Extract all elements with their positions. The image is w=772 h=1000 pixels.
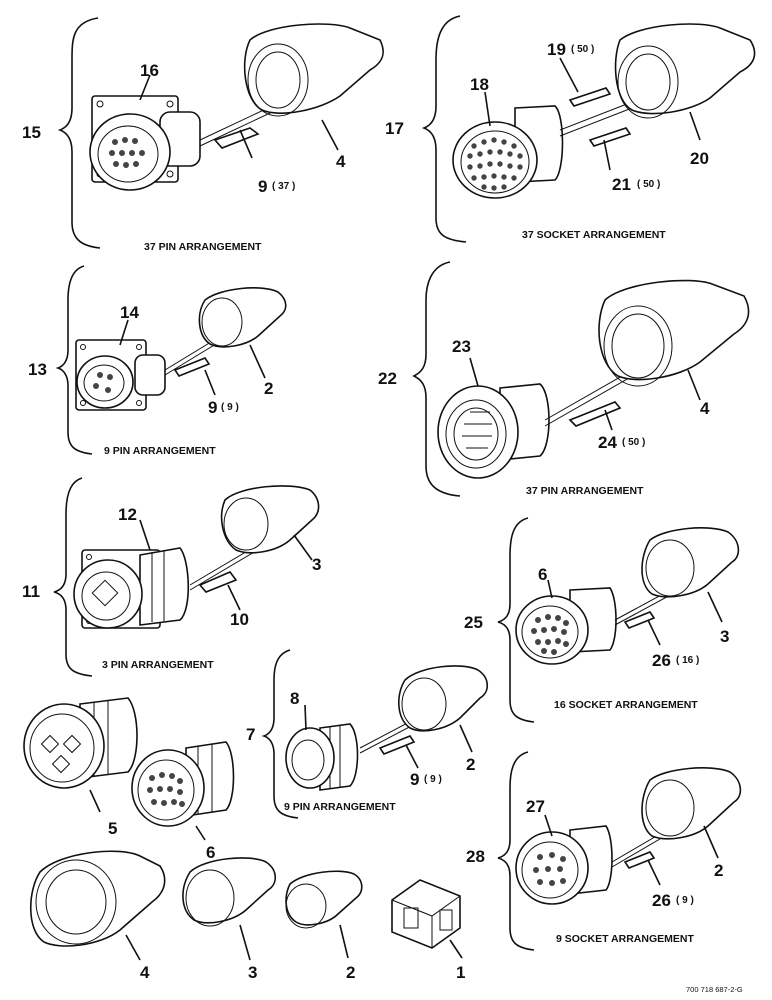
contact-26b: [623, 851, 656, 869]
quantity-21: ( 50 ): [637, 179, 660, 190]
callout-14: 14: [120, 303, 139, 322]
bracket-22: [412, 261, 461, 497]
callout-4: 4: [336, 152, 346, 171]
callout-2d: 2: [346, 963, 355, 982]
backshell-20: [614, 23, 756, 115]
backshell-2c: [641, 767, 742, 840]
callout-23: 23: [452, 337, 471, 356]
caption-9-pin-a: 9 PIN ARRANGEMENT: [104, 445, 216, 457]
group-15: 15 16 4 9 ( 37 ) 37 PIN ARRANGEMENT: [22, 17, 384, 253]
callout-8: 8: [290, 689, 299, 708]
callout-26b: 26: [652, 891, 671, 910]
contact-9: [213, 127, 260, 149]
caption-37-socket: 37 SOCKET ARRANGEMENT: [522, 229, 666, 241]
backshell-3b: [641, 527, 740, 598]
group-13: 13 14 2 9 ( 9 ) 9 PIN ARRANGEMENT: [28, 265, 287, 457]
callout-2b: 2: [466, 755, 475, 774]
callout-2c: 2: [714, 861, 723, 880]
backshell-2b: [398, 665, 489, 732]
callout-15: 15: [22, 123, 41, 142]
backshell-3c: [182, 857, 277, 924]
contact-19: [568, 87, 612, 107]
caption-37-pin: 37 PIN ARRANGEMENT: [144, 241, 262, 253]
plug-8: [285, 727, 335, 789]
callout-1: 1: [456, 963, 465, 982]
callout-3c: 3: [248, 963, 257, 982]
callout-3a: 3: [312, 555, 321, 574]
quantity-26b: ( 9 ): [676, 895, 694, 906]
group-7: 7 8 2 9 ( 9 ) 9 PIN ARRANGEMENT: [246, 649, 489, 819]
group-11: 11 12 3 10 3 PIN ARRANGEMENT: [22, 477, 321, 677]
callout-2a: 2: [264, 379, 273, 398]
quantity-9b: ( 9 ): [221, 402, 239, 413]
plug-5: [23, 703, 105, 789]
backshell-4c: [29, 850, 166, 947]
caption-9-pin-b: 9 PIN ARRANGEMENT: [284, 801, 396, 813]
bracket-11: [53, 477, 93, 677]
callout-4c: 4: [140, 963, 150, 982]
quantity-26a: ( 16 ): [676, 655, 699, 666]
callout-6a: 6: [538, 565, 547, 584]
caption-37-pin-b: 37 PIN ARRANGEMENT: [526, 485, 644, 497]
callout-24: 24: [598, 433, 617, 452]
quantity-9: ( 37 ): [272, 181, 295, 192]
quantity-9c: ( 9 ): [424, 774, 442, 785]
callout-25: 25: [464, 613, 483, 632]
bracket-28: [497, 751, 535, 951]
callout-13: 13: [28, 360, 47, 379]
callout-9c: 9: [410, 770, 419, 789]
callout-17: 17: [385, 119, 404, 138]
bracket-13: [55, 265, 93, 455]
contact-21: [588, 127, 632, 147]
callout-3b: 3: [720, 627, 729, 646]
callout-12: 12: [118, 505, 137, 524]
contact-10: [198, 571, 238, 593]
callout-9b: 9: [208, 398, 217, 417]
callout-22: 22: [378, 369, 397, 388]
group-28: 28 27 2 26 ( 9 ) 9 SOCKET ARRANGEMENT: [466, 751, 742, 951]
caption-9-socket: 9 SOCKET ARRANGEMENT: [556, 933, 694, 945]
contact-9b: [173, 357, 211, 377]
bracket-7: [261, 649, 299, 819]
callout-7: 7: [246, 725, 255, 744]
group-25: 25 6 3 26 ( 16 ) 16 SOCKET ARRANGEMENT: [464, 517, 740, 723]
group-22: 22 23 4 24 ( 50 ) 37 PIN ARRANGEMENT: [378, 261, 750, 497]
contact-9c: [378, 735, 416, 755]
backshell-2d: [285, 870, 363, 926]
bracket-17: [421, 15, 467, 243]
callout-28: 28: [466, 847, 485, 866]
plug-27: [515, 831, 589, 905]
callout-5: 5: [108, 819, 117, 838]
quantity-19: ( 50 ): [571, 44, 594, 55]
backshell-2: [198, 287, 287, 348]
loose-parts: 5 6 4 3 2 1: [23, 697, 465, 982]
socket-pattern: [467, 137, 523, 191]
callout-4b: 4: [700, 399, 710, 418]
callout-16: 16: [140, 61, 159, 80]
callout-11: 11: [22, 582, 40, 601]
callout-18: 18: [470, 75, 489, 94]
callout-27: 27: [526, 797, 545, 816]
drawing-code: 700 718 687-2-G: [686, 985, 743, 994]
bracket-25: [497, 517, 535, 723]
callout-26a: 26: [652, 651, 671, 670]
bracket-15: [57, 17, 101, 249]
backshell-4b: [598, 279, 750, 381]
contact-24: [568, 401, 622, 427]
caption-16-socket: 16 SOCKET ARRANGEMENT: [554, 699, 698, 711]
quantity-24: ( 50 ): [622, 437, 645, 448]
callout-20: 20: [690, 149, 709, 168]
callout-9: 9: [258, 177, 267, 196]
callout-6b: 6: [206, 843, 215, 862]
callout-21: 21: [612, 175, 631, 194]
contact-26a: [623, 611, 656, 629]
backshell-4: [243, 23, 384, 114]
backshell-3: [220, 485, 320, 554]
caption-3-pin: 3 PIN ARRANGEMENT: [102, 659, 214, 671]
group-17: 17 18 19 ( 50 ) 20 21 ( 50 ) 37 SOCKET A…: [385, 15, 756, 243]
callout-19: 19: [547, 40, 566, 59]
callout-10: 10: [230, 610, 249, 629]
